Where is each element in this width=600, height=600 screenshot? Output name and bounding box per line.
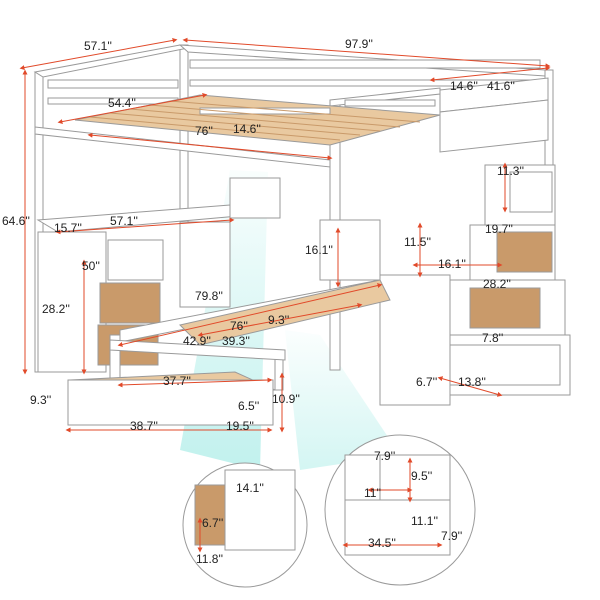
dim-trundle-width: 37.7'' — [163, 374, 191, 388]
dim-drawer-50: 50'' — [82, 259, 100, 273]
dim-detail1-height: 6.7'' — [202, 516, 224, 530]
stair-drawers — [449, 171, 561, 386]
dim-top-width: 57.1'' — [84, 39, 112, 53]
zoom-beam-right — [285, 330, 400, 470]
dim-detail2-top: 7.9'' — [374, 449, 396, 463]
dim-trundle-length: 38.7'' — [130, 419, 158, 433]
dim-detail2-length: 34.5'' — [368, 536, 396, 550]
dim-mattress-width: 54.4'' — [108, 96, 136, 110]
dim-stair-depth: 14.6'' — [450, 79, 478, 93]
dim-stair-drawer-width: 28.2'' — [483, 277, 511, 291]
dim-lower-mattress-width: 42.9'' — [183, 334, 211, 348]
dim-stair-drawer-depth: 13.8'' — [458, 375, 486, 389]
detail-shelf-part — [344, 454, 451, 556]
dim-lower-mattress-inner: 39.3'' — [222, 334, 250, 348]
dim-stair-gap: 11.5'' — [404, 235, 432, 249]
dim-stair-drawer-extra: 7.8'' — [482, 331, 504, 345]
dim-trundle-side: 6.5'' — [238, 399, 260, 413]
dim-stair-drawer-height: 6.7'' — [416, 375, 438, 389]
dim-stair-width: 41.6'' — [487, 79, 515, 93]
dim-detail2-inner: 11.1'' — [411, 514, 439, 528]
dim-trundle-depth: 19.5'' — [226, 419, 254, 433]
dim-trundle-clearance: 9.3'' — [30, 393, 52, 407]
dim-detail2-gap: 7.9'' — [441, 529, 463, 543]
dim-lower-clearance: 16.1'' — [305, 243, 333, 257]
dim-guardrail-height: 14.6'' — [233, 122, 261, 136]
dim-desk-depth: 15.7'' — [54, 221, 82, 235]
dim-stair-riser: 16.1'' — [438, 257, 466, 271]
dim-trundle-height: 10.9'' — [272, 392, 300, 406]
dim-top-length: 97.9'' — [345, 37, 373, 51]
dim-mattress-length: 76'' — [195, 124, 213, 138]
dim-detail1-depth: 11.8'' — [196, 552, 224, 566]
dim-desk-length: 57.1'' — [110, 214, 138, 228]
dim-detail1-width: 14.1'' — [236, 481, 264, 495]
dim-detail2-side: 9.5'' — [411, 469, 433, 483]
dim-stair-step-height: 11.3'' — [497, 164, 525, 178]
dimension-lines — [19, 37, 551, 553]
dim-stair-step-depth: 19.7'' — [485, 222, 513, 236]
dim-lower-guardrail: 9.3'' — [268, 313, 290, 327]
dim-lower-length: 79.8'' — [195, 289, 223, 303]
dim-desk-height: 28.2'' — [42, 302, 70, 316]
dim-detail2-mid: 11'' — [364, 486, 382, 500]
dim-overall-height: 64.6'' — [2, 214, 30, 228]
dim-lower-mattress-length: 76'' — [230, 319, 248, 333]
